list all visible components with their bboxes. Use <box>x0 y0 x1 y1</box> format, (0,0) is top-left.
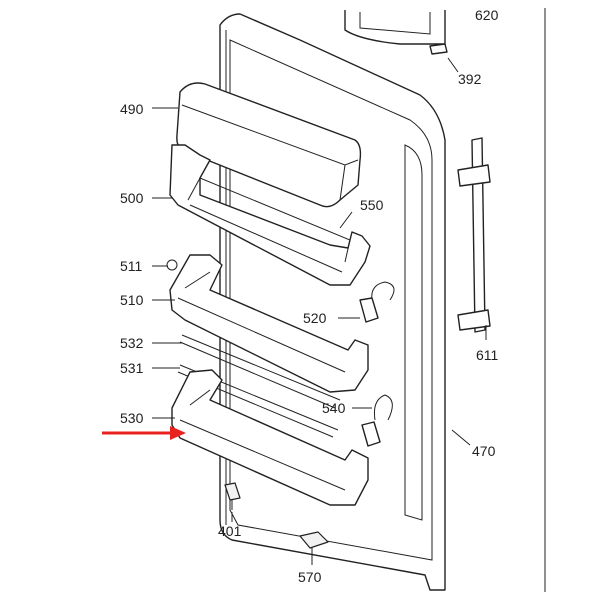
label-510: 510 <box>120 292 144 308</box>
label-490: 490 <box>120 101 144 117</box>
part-401-hinge-pin <box>224 482 241 510</box>
part-labels: 620 392 490 500 550 511 510 520 532 531 … <box>120 7 499 585</box>
label-611: 611 <box>476 347 499 363</box>
label-532: 532 <box>120 335 144 351</box>
part-540-latch <box>361 394 393 447</box>
label-500: 500 <box>120 190 144 206</box>
part-620-bracket <box>344 10 448 55</box>
highlight-arrow <box>102 426 186 440</box>
label-392: 392 <box>458 71 482 87</box>
label-401: 401 <box>218 523 242 539</box>
label-511: 511 <box>120 258 143 274</box>
part-520-latch <box>359 281 395 323</box>
label-570: 570 <box>298 569 322 585</box>
label-531: 531 <box>120 360 144 376</box>
label-620: 620 <box>475 7 499 23</box>
label-540: 540 <box>322 400 346 416</box>
part-611-handle <box>457 137 491 333</box>
leader-lines <box>152 57 487 565</box>
part-510-middle-shelf <box>166 254 369 393</box>
label-550: 550 <box>360 197 384 213</box>
label-470: 470 <box>472 443 496 459</box>
part-500-upper-shelf <box>169 144 371 286</box>
part-570-cap <box>299 531 329 549</box>
label-520: 520 <box>303 310 327 326</box>
label-530: 530 <box>120 410 144 426</box>
part-530-lower-shelf <box>171 369 369 506</box>
